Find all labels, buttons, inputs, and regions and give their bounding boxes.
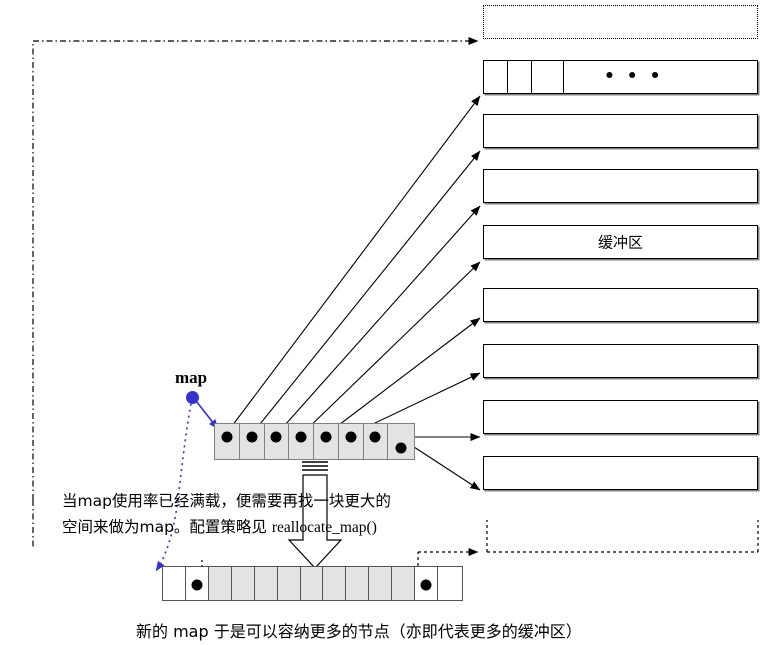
buffer-box[interactable] — [483, 114, 758, 148]
map-node-dot — [345, 431, 357, 443]
map-cell[interactable] — [215, 424, 240, 459]
new-map-cell[interactable] — [438, 567, 462, 600]
map-array[interactable] — [214, 423, 415, 460]
map-cell[interactable] — [388, 424, 414, 459]
buffer-box[interactable] — [483, 344, 758, 378]
map-node-dot — [320, 431, 332, 443]
map-label: map — [175, 368, 208, 387]
new-map-cell[interactable] — [231, 567, 255, 600]
map-pointer-dot — [186, 391, 199, 404]
new-map-cell[interactable] — [185, 567, 209, 600]
new-map-cell[interactable] — [254, 567, 278, 600]
map-cell[interactable] — [289, 424, 314, 459]
new-map-node-dot — [420, 579, 432, 591]
new-map-cell[interactable] — [300, 567, 324, 600]
recycle-path-top — [32, 37, 479, 500]
new-map-cell[interactable] — [392, 567, 416, 600]
new-map-cell[interactable] — [346, 567, 370, 600]
new-map-cell[interactable] — [208, 567, 232, 600]
map-cell[interactable] — [363, 424, 389, 459]
map-cell[interactable] — [314, 424, 339, 459]
recycled-buffer-ghost-box — [483, 5, 758, 39]
reallocate-down-arrow — [287, 461, 343, 569]
buffer-box[interactable]: 缓冲区 — [483, 225, 758, 259]
bottom-caption: 新的 map 于是可以容纳更多的节点（亦即代表更多的缓冲区） — [136, 622, 582, 641]
buffer-box[interactable] — [483, 169, 758, 203]
map-node-dot — [369, 431, 381, 443]
map-cell[interactable] — [264, 424, 290, 459]
newmap-to-buffer-path — [417, 520, 759, 590]
map-node-dot — [221, 431, 233, 443]
reallocate-note-line2: 空间来做为map。配置策略见 reallocate_map() — [62, 514, 391, 541]
map-node-dot — [295, 431, 307, 443]
reallocate-note-line2-prefix: 空间来做为map。配置策略见 — [62, 518, 267, 536]
buffer-cell-divider — [508, 61, 532, 93]
buffer-box[interactable] — [483, 400, 758, 434]
new-map-node-dot — [191, 579, 203, 591]
map-node-dot — [246, 431, 258, 443]
new-map-cell[interactable] — [163, 567, 186, 600]
map-node-dot — [270, 431, 282, 443]
buffer-ellipsis: • • • — [604, 66, 664, 87]
buffer-box[interactable]: • • • — [483, 60, 758, 94]
buffer-box[interactable] — [483, 288, 758, 322]
new-map-cell[interactable] — [323, 567, 347, 600]
new-map-cell[interactable] — [277, 567, 301, 600]
map-pointer-arrow — [155, 396, 219, 572]
reallocate-note: 当map使用率已经满载，便需要再找一块更大的 空间来做为map。配置策略见 re… — [62, 488, 391, 541]
buffer-label: 缓冲区 — [597, 233, 643, 252]
new-map-array[interactable] — [162, 566, 463, 601]
reallocate-note-line1: 当map使用率已经满载，便需要再找一块更大的 — [62, 492, 391, 510]
reallocate-map-function: reallocate_map() — [271, 519, 377, 536]
buffer-cell-divider — [532, 61, 564, 93]
new-map-cell[interactable] — [415, 567, 439, 600]
map-cell[interactable] — [239, 424, 265, 459]
new-map-cell[interactable] — [369, 567, 393, 600]
buffer-cell-divider — [484, 61, 508, 93]
buffer-box[interactable] — [483, 456, 758, 490]
map-node-dot — [395, 442, 407, 454]
map-cell[interactable] — [338, 424, 364, 459]
